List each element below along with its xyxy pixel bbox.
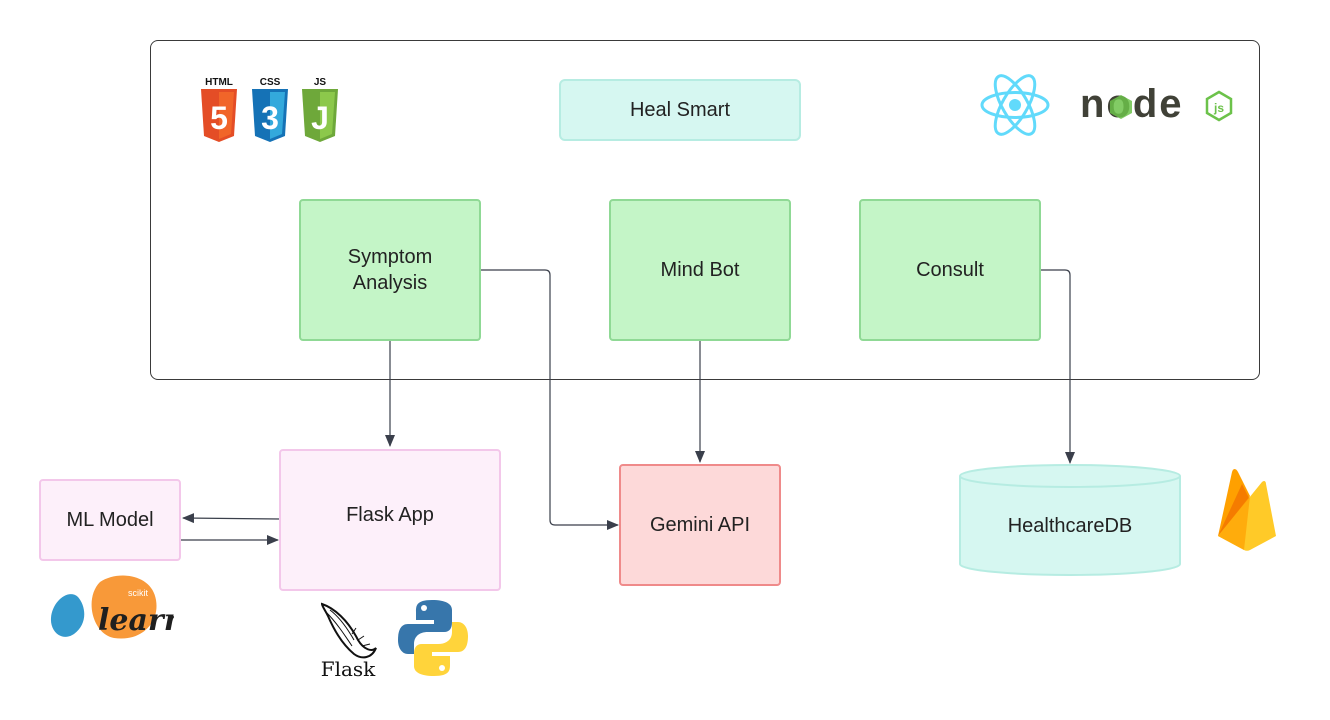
healthcare-db-node[interactable]: HealthcareDB xyxy=(958,464,1182,578)
flask-logo: Flask xyxy=(312,600,384,682)
consult-node[interactable]: Consult xyxy=(859,199,1041,341)
ml-model-label: ML Model xyxy=(66,509,154,531)
html5-css3-js-icons: HTML 5 CSS 3 JS J xyxy=(201,77,338,142)
frontend-container xyxy=(150,40,1260,380)
js-logo-text: JS xyxy=(314,77,327,88)
mind-bot-label: Mind Bot xyxy=(660,259,740,281)
mind-bot-node[interactable]: Mind Bot xyxy=(609,199,791,341)
scikit-small-text: scikit xyxy=(128,588,148,598)
web-tech-logos: HTML 5 CSS 3 JS J xyxy=(198,74,344,146)
react-icon xyxy=(980,74,1050,136)
html5-number: 5 xyxy=(210,100,228,136)
symptom-analysis-node[interactable]: Symptom Analysis xyxy=(299,199,481,341)
flask-app-label: Flask App xyxy=(346,504,434,526)
ml-model-node[interactable]: ML Model xyxy=(39,479,181,561)
flask-logo-text: Flask xyxy=(321,657,376,681)
firebase-icon xyxy=(1218,469,1276,551)
nodejs-logo: node js xyxy=(1078,76,1234,128)
node-js-text: js xyxy=(1213,101,1224,115)
database-cylinder-icon xyxy=(959,464,1181,576)
flask-horn-icon: Flask xyxy=(321,602,377,681)
nodejs-icon: node js xyxy=(1080,82,1233,126)
edge-flask-to-ml xyxy=(182,513,281,524)
symptom-analysis-label: Symptom Analysis xyxy=(347,246,433,294)
gemini-api-node[interactable]: Gemini API xyxy=(619,464,781,586)
edge-symptom-to-gemini xyxy=(481,269,619,530)
python-icon xyxy=(398,600,468,676)
flask-app-node[interactable]: Flask App xyxy=(279,449,501,591)
css-logo-text: CSS xyxy=(260,77,281,88)
js-letter: J xyxy=(311,100,329,136)
edge-consult-to-db xyxy=(1041,269,1075,464)
app-title-box[interactable]: Heal Smart xyxy=(559,79,801,141)
firebase-logo xyxy=(1212,464,1282,554)
gemini-api-label: Gemini API xyxy=(649,514,751,536)
css3-number: 3 xyxy=(261,100,279,136)
scikit-learn-icon: scikit learn xyxy=(50,575,186,639)
html-logo-text: HTML xyxy=(205,77,233,88)
scikit-learn-logo: scikit learn xyxy=(48,572,186,642)
healthcare-db-label: HealthcareDB xyxy=(1007,514,1133,537)
app-title-label: Heal Smart xyxy=(629,99,731,121)
learn-text: learn xyxy=(98,603,174,638)
python-logo xyxy=(398,598,468,678)
consult-label: Consult xyxy=(916,259,984,281)
react-logo xyxy=(978,72,1052,138)
